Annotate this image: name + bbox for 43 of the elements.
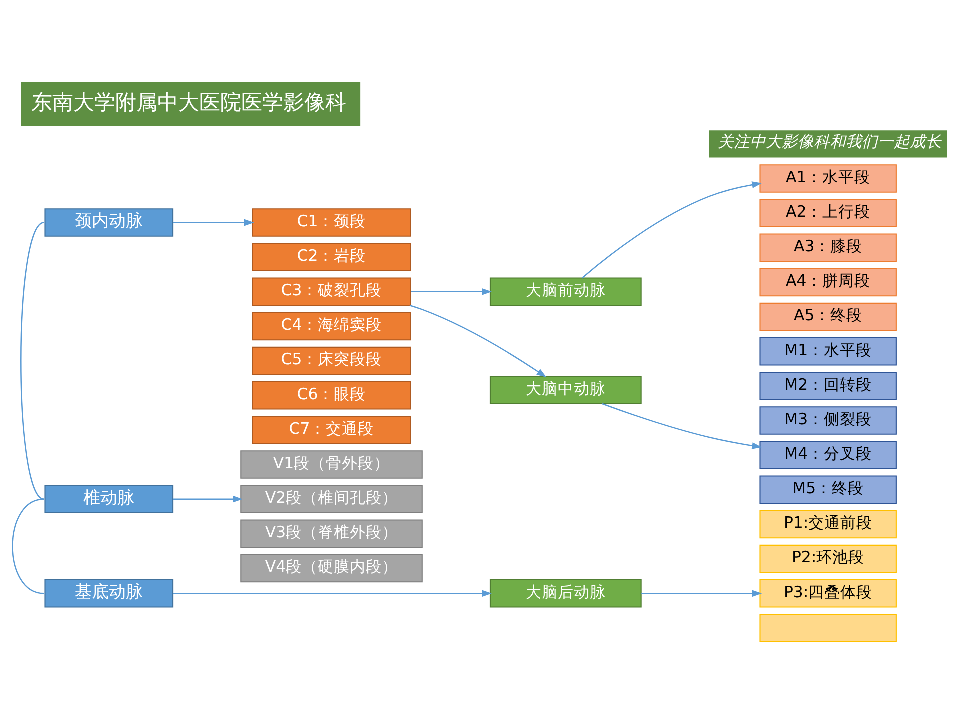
node-box: M5：终段 xyxy=(760,476,897,504)
node-box: V2段（椎间孔段） xyxy=(240,485,423,514)
node-box: M3：侧裂段 xyxy=(760,406,897,435)
arrow xyxy=(410,304,547,378)
node-box: V4段（硬膜内段） xyxy=(240,554,423,583)
node-box: V3段（脊椎外段） xyxy=(240,520,423,548)
node-box: 大脑前动脉 xyxy=(490,278,642,306)
node-box: 基底动脉 xyxy=(44,579,174,608)
arrow xyxy=(173,496,243,503)
node-box: C5：床突段段 xyxy=(252,346,412,376)
node-box: M2：回转段 xyxy=(760,372,897,400)
label: 关注中大影像科和我们一起成长 xyxy=(718,132,942,151)
node-box: A2：上行段 xyxy=(760,199,897,228)
node-box: P2:环池段 xyxy=(760,544,897,574)
node-box: A4：胼周段 xyxy=(760,268,897,297)
node-box: C7：交通段 xyxy=(252,416,412,444)
arrow xyxy=(411,288,492,296)
node-box: 大脑中动脉 xyxy=(490,376,642,405)
node-box: C6：眼段 xyxy=(252,381,412,410)
node-box: M4：分叉段 xyxy=(760,441,897,470)
arrow xyxy=(173,219,254,226)
node-box: 大脑后动脉 xyxy=(490,579,642,608)
node-box: P3:四叠体段 xyxy=(760,579,897,608)
node-box: C1：颈段 xyxy=(252,208,412,237)
arrow xyxy=(582,182,762,279)
connector xyxy=(20,222,45,500)
connector xyxy=(12,498,44,594)
diagram-title: 东南大学附属中大医院医学影像科 xyxy=(32,90,347,115)
node-box: C4：海绵窦段 xyxy=(252,312,412,341)
node-box: V1段（骨外段） xyxy=(240,450,423,479)
node-box: 椎动脉 xyxy=(44,485,174,514)
node-box: P1:交通前段 xyxy=(760,510,897,539)
node-box xyxy=(760,614,897,642)
node-box: C3：破裂孔段 xyxy=(252,278,412,306)
node-box: A3：膝段 xyxy=(760,234,897,262)
node-box: C2：岩段 xyxy=(252,243,412,272)
node-box: A5：终段 xyxy=(760,302,897,332)
arrow xyxy=(642,590,762,598)
arrow xyxy=(173,590,492,598)
node-box: M1：水平段 xyxy=(760,337,897,366)
arrow xyxy=(602,403,762,450)
node-box: 颈内动脉 xyxy=(44,208,174,237)
node-box: A1：水平段 xyxy=(760,164,897,193)
